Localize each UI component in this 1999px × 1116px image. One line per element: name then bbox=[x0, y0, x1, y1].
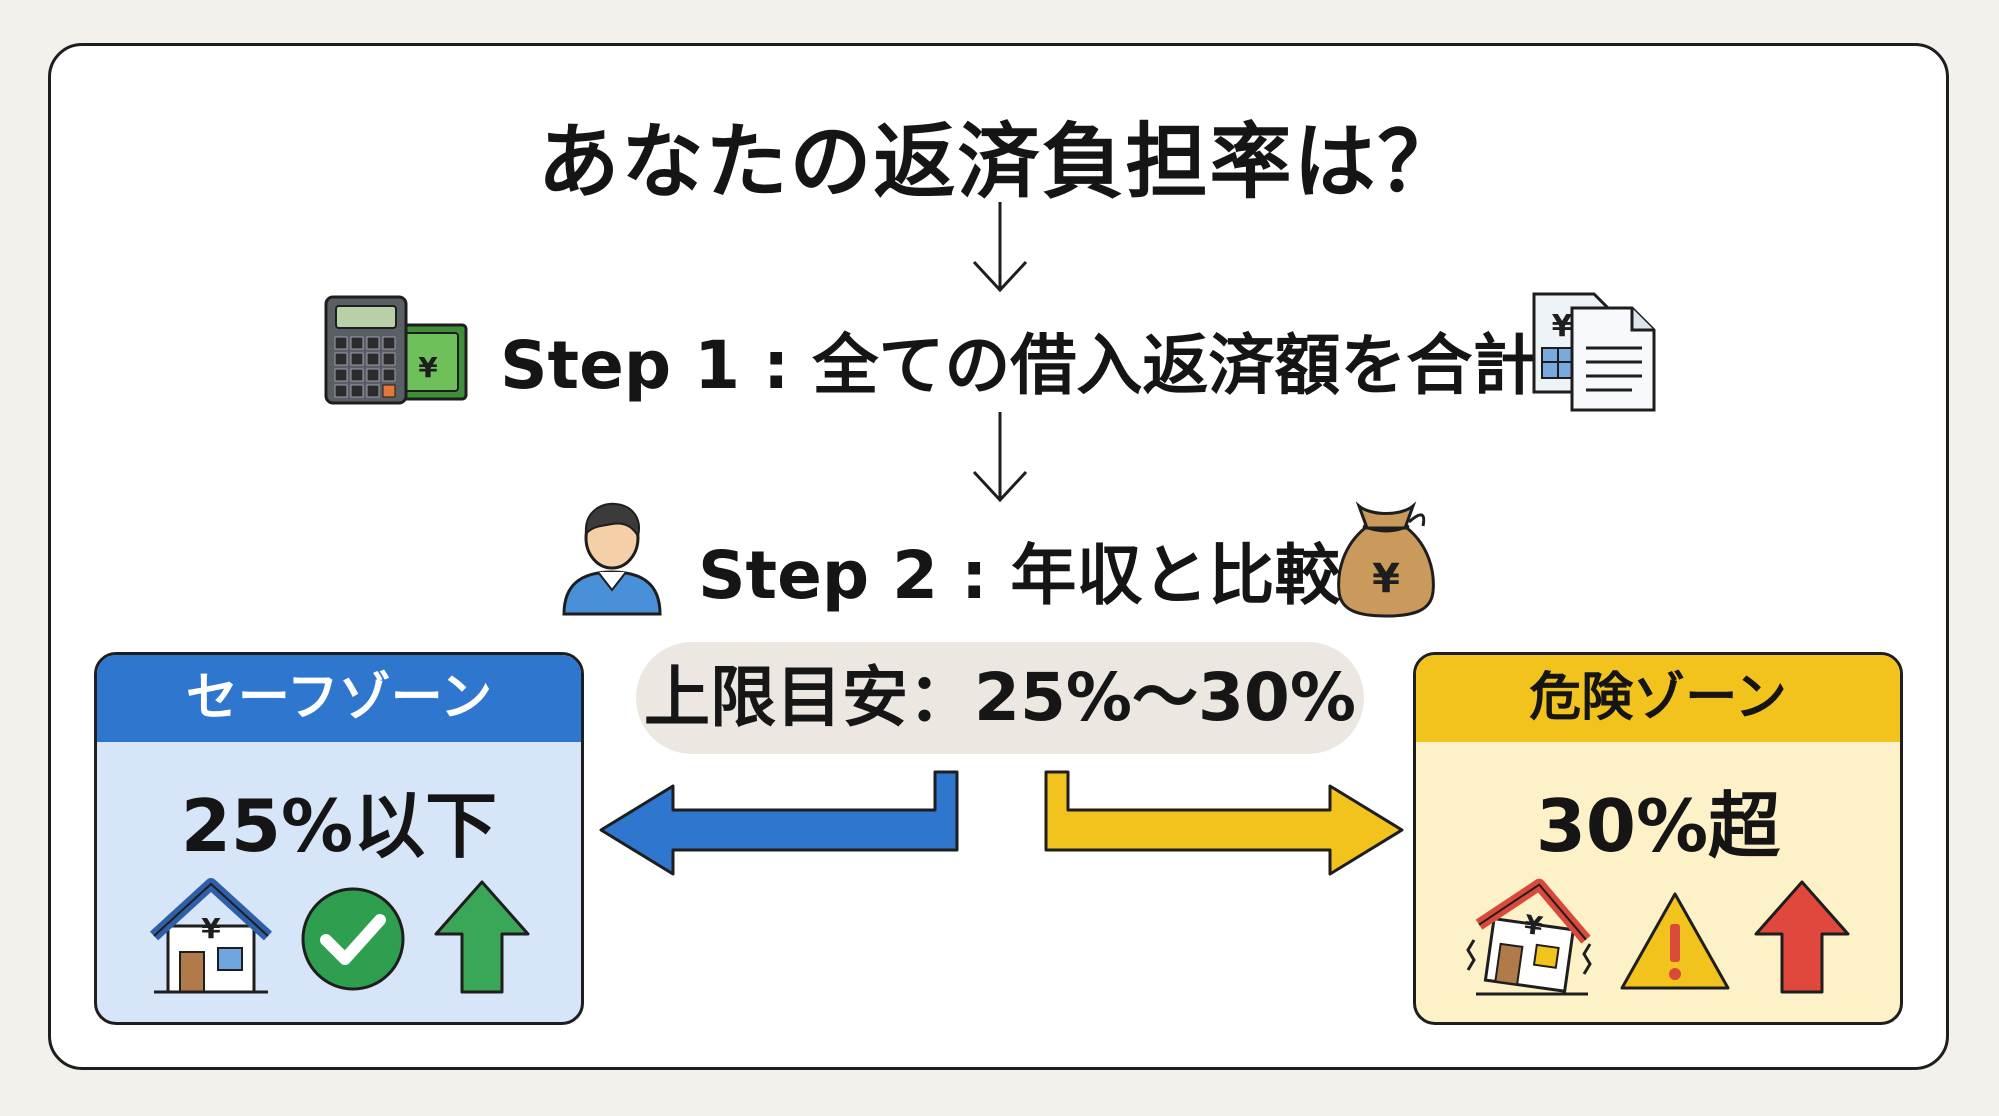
step2-text: Step 2 : 年収と比較 bbox=[698, 537, 1341, 614]
svg-text:¥: ¥ bbox=[201, 912, 221, 945]
svg-text:¥: ¥ bbox=[1552, 309, 1573, 344]
danger-zone-header: 危険ゾーン bbox=[1416, 655, 1900, 742]
money-bag-icon: ¥ bbox=[1337, 501, 1435, 618]
person-icon bbox=[562, 502, 662, 616]
danger-zone-value: 30%超 bbox=[1535, 784, 1781, 868]
warning-icon bbox=[1620, 892, 1730, 990]
svg-text:¥: ¥ bbox=[418, 351, 438, 384]
step1-text: Step 1 : 全ての借入返済額を合計 bbox=[500, 327, 1539, 404]
calculator-and-cash-icon: ¥ bbox=[324, 295, 468, 405]
documents-icon: ¥ bbox=[1532, 292, 1656, 412]
down-arrow-1 bbox=[972, 202, 1028, 293]
house-icon: ¥ bbox=[149, 878, 273, 994]
down-arrow-2 bbox=[972, 412, 1028, 503]
arrow-left-blue bbox=[599, 770, 959, 876]
arrow-right-yellow bbox=[1044, 770, 1404, 876]
arrow-up-green-icon bbox=[434, 880, 530, 994]
tilted-house-icon: ¥ bbox=[1466, 878, 1592, 996]
safe-zone-header: セーフゾーン bbox=[97, 655, 581, 742]
arrow-up-red-icon bbox=[1754, 880, 1850, 994]
svg-text:¥: ¥ bbox=[1522, 910, 1544, 942]
safe-zone-value: 25%以下 bbox=[180, 784, 498, 868]
page-title: あなたの返済負担率は？ bbox=[537, 115, 1462, 210]
guideline-pill: 上限目安：25%〜30% bbox=[636, 642, 1364, 754]
check-circle-icon bbox=[301, 887, 405, 991]
svg-text:¥: ¥ bbox=[1372, 556, 1400, 602]
